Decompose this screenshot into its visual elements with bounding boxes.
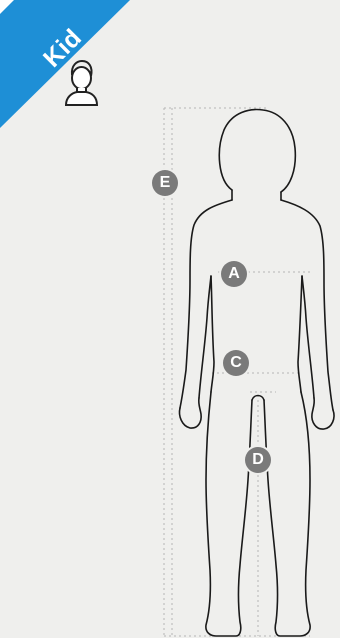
marker-a: A <box>221 261 247 287</box>
left-leg <box>206 392 252 636</box>
head-outline <box>219 110 295 192</box>
left-arm-inner <box>199 276 211 398</box>
marker-e: E <box>152 170 178 196</box>
marker-c: C <box>223 350 249 376</box>
right-leg <box>264 392 310 636</box>
left-hand <box>179 398 201 428</box>
torso-right <box>298 276 302 392</box>
right-arm-inner <box>302 276 314 398</box>
marker-d: D <box>245 447 271 473</box>
torso-left <box>211 276 214 392</box>
left-arm-outer <box>180 200 232 408</box>
crotch <box>252 396 264 401</box>
right-arm-outer <box>281 200 333 410</box>
right-hand <box>312 398 334 429</box>
